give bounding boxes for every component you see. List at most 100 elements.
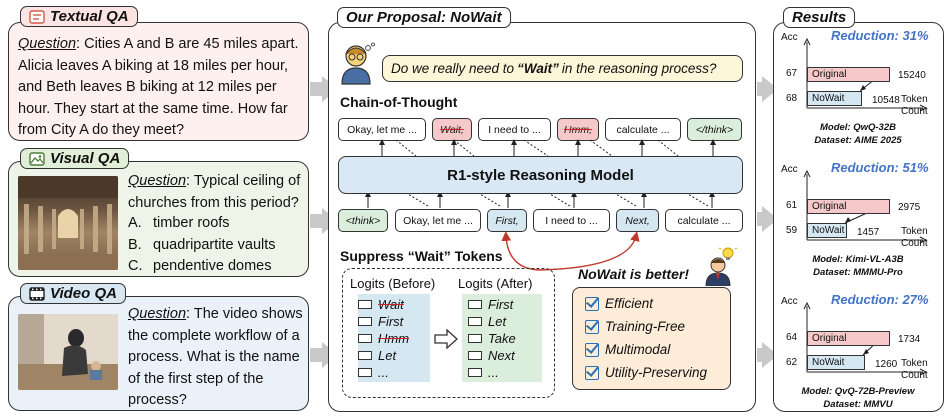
nowait-acc-value: 68 [786,93,798,104]
result-item: Reduction: 31% Acc 67 Original 15240 68 NoWait… [773,28,944,153]
proposal-title: Our Proposal: NoWait [346,9,502,26]
nowait-token-value: 1457 [857,227,880,238]
input-token: I need to ... [533,209,610,232]
church-image [18,176,118,270]
logit-bar [358,300,372,309]
count-axis-label: Count [901,106,928,117]
logit-bar [468,351,482,360]
arrow-shaft [757,212,763,226]
logit-token: Take [488,331,516,346]
textual-qa-tag: Textual QA [20,6,138,27]
film-icon [29,286,45,301]
benefits-box: Efficient Training-Free Multimodal Utili… [572,287,731,390]
logit-token: Next [488,348,515,363]
textual-qa-panel [8,22,309,141]
benefit-item: Multimodal [585,338,730,361]
logit-token: ... [488,365,499,380]
nowait-token-value: 10548 [872,95,900,106]
logit-row: Take [468,330,516,347]
token-axis-label: Token [901,94,928,105]
benefit-item: Efficient [585,292,730,315]
cot-token: Okay, let me ... [338,118,426,141]
logits-after-title: Logits (After) [458,276,533,291]
arrow-shaft [310,348,322,362]
logit-bar [468,334,482,343]
orig-token-value: 2975 [898,202,921,213]
question-label: Question [18,36,77,52]
reduction-label: Reduction: 51% [831,160,929,175]
nowait-bar: NoWait [807,91,862,106]
question-label: Question [128,306,187,322]
nowait-bar: NoWait [807,223,847,238]
cot-token-wait: Wait, [432,118,472,141]
video-qa-tag: Video QA [20,283,126,304]
logit-token: Wait [378,297,404,312]
logit-row: ... [468,364,516,381]
logits-box [342,268,555,398]
logit-row: Let [358,347,409,364]
logit-token: First [378,314,404,329]
orig-token-value: 15240 [898,70,926,81]
benefit-item: Utility-Preserving [585,361,730,384]
logit-bar [468,300,482,309]
token-connectors [365,139,716,208]
logit-bar [358,317,372,326]
original-bar: Original [807,67,890,82]
original-bar: Original [807,331,890,346]
logit-row: Wait [358,296,409,313]
logit-bar [358,351,372,360]
orig-acc-value: 67 [786,68,798,79]
image-icon [29,151,45,166]
benefit-item: Training-Free [585,315,730,338]
video-thumbnail [18,314,118,390]
reduction-label: Reduction: 27% [831,292,929,307]
nowait-acc-value: 62 [786,357,798,368]
arrow-shaft [310,214,322,228]
acc-axis-label: Acc [781,32,798,43]
token-axis-label: Token [901,226,928,237]
reduction-label: Reduction: 31% [831,28,929,43]
video-qa-title: Video QA [50,285,117,302]
input-token: Okay, let me ... [395,209,481,232]
arrow-shaft [757,348,763,362]
question-text: : The video shows the complete workflow … [128,306,303,408]
logit-bar [358,368,372,377]
logit-row: First [468,296,516,313]
logit-token: Let [378,348,397,363]
visual-qa-tag: Visual QA [20,148,130,169]
logits-before-title: Logits (Before) [350,276,436,291]
input-token: calculate ... [665,209,743,232]
question-text: : Cities A and B are 45 miles apart. Ali… [18,36,299,138]
cot-title: Chain-of-Thought [340,94,458,110]
nowait-bar: NoWait [807,355,865,370]
results-title: Results [792,9,847,26]
logit-row: Hmm [358,330,409,347]
acc-axis-label: Acc [781,296,798,307]
logit-row: Let [468,313,516,330]
suppress-title: Suppress “Wait” Tokens [340,248,503,264]
text-icon [29,9,45,24]
checkbox-icon [585,342,599,357]
count-axis-label: Count [901,238,928,249]
input-token-think: <think> [338,209,388,232]
option-a: A.timber roofs [128,215,230,231]
checkbox-icon [585,365,599,380]
logit-token: ... [378,365,389,380]
input-token-next: Next, [616,209,659,232]
results-tag: Results [783,7,856,28]
original-bar: Original [807,199,890,214]
logit-bar [468,368,482,377]
question-text: : Typical ceiling of churches from this … [128,173,301,211]
question-bubble: Do we really need to “Wait” in the reaso… [382,55,743,82]
person-thinking-icon [341,42,375,85]
logit-token: Hmm [378,331,410,346]
cot-token: I need to ... [478,118,551,141]
cot-token-end-think: </think> [687,118,742,141]
logit-bar [468,317,482,326]
textual-qa-title: Textual QA [50,8,129,25]
idea-person-icon [705,247,738,286]
